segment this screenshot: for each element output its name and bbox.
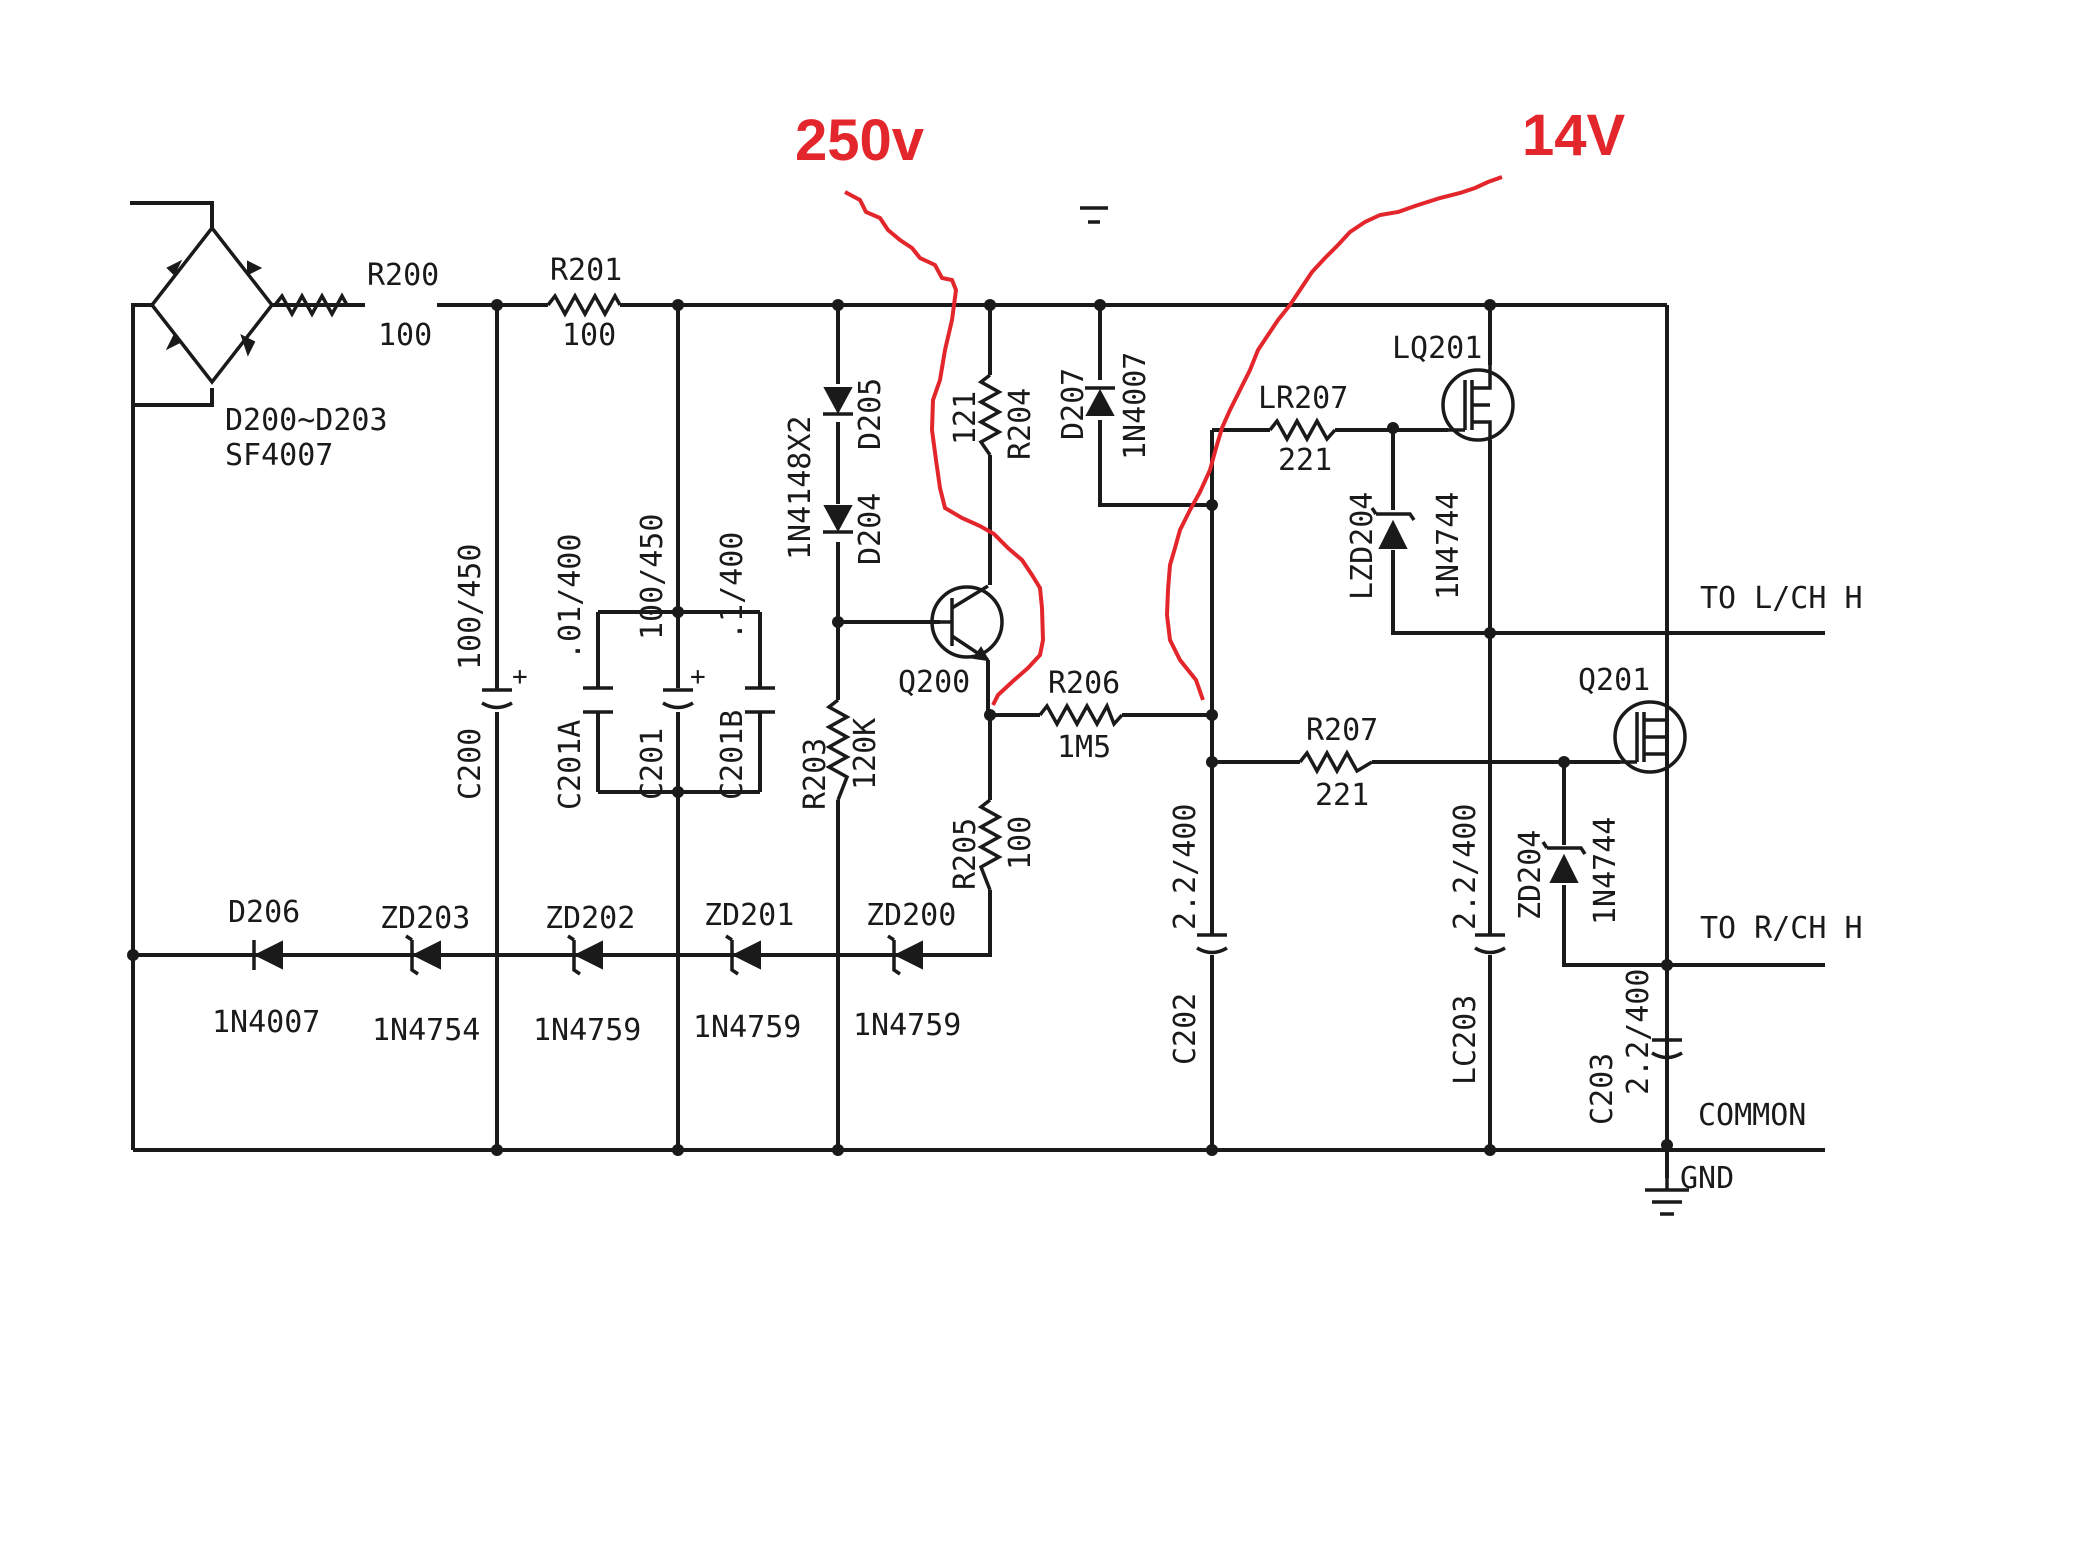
r205-ref: R205 <box>948 818 983 890</box>
svg-text:+: + <box>690 662 706 692</box>
r203-ref: R203 <box>798 738 833 810</box>
annotation-line-14v <box>1164 175 1503 701</box>
red-annotations: 250v 14V <box>795 103 1626 706</box>
r201-ref: R201 <box>550 253 622 288</box>
r206-value: 1M5 <box>1057 730 1111 765</box>
annotation-line-250v <box>844 190 1046 706</box>
resistor-r203: R203 120K <box>798 698 883 810</box>
d207-value: 1N4007 <box>1118 352 1153 460</box>
r200-value: 100 <box>378 318 432 353</box>
zener-zd201: ZD201 1N4759 <box>693 898 801 1045</box>
lzd204-value: 1N4744 <box>1431 492 1466 600</box>
d206-value: 1N4007 <box>212 1005 320 1040</box>
zener-zd200: ZD200 1N4759 <box>853 898 961 1043</box>
ground-mark-top <box>1080 206 1108 224</box>
bridge-ref: D200~D203 <box>225 403 388 438</box>
lr207-ref: LR207 <box>1258 381 1348 416</box>
capacitor-c201a: C201A .01/400 <box>553 534 613 810</box>
d206-ref: D206 <box>228 895 300 930</box>
gnd-label: GND <box>1680 1161 1734 1196</box>
capacitor-c201b: C201B .1/400 <box>715 532 775 800</box>
voltage-annotation-14v: 14V <box>1522 103 1626 168</box>
c202-ref: C202 <box>1168 993 1203 1065</box>
lr207-value: 221 <box>1278 443 1332 478</box>
lzd204-ref: LZD204 <box>1345 492 1380 600</box>
zd200-value: 1N4759 <box>853 1008 961 1043</box>
ground-symbol <box>1645 1150 1689 1216</box>
svg-text:+: + <box>512 662 528 692</box>
zd203-ref: ZD203 <box>380 901 470 936</box>
d204-ref: D204 <box>853 493 888 565</box>
zd203-value: 1N4754 <box>372 1013 480 1048</box>
zener-lzd204: LZD204 1N4744 <box>1345 492 1466 600</box>
capacitor-lc203: LC203 2.2/400 <box>1448 804 1506 1085</box>
r207-value: 221 <box>1315 778 1369 813</box>
output-lch-label: TO L/CH H <box>1700 581 1863 616</box>
bridge-value: SF4007 <box>225 438 333 473</box>
resistor-lr207: LR207 221 <box>1258 381 1348 478</box>
diode-d204: D204 <box>823 493 888 565</box>
zd204-ref: ZD204 <box>1513 830 1548 920</box>
r203-value: 120K <box>848 718 883 790</box>
resistor-r201: R201 100 <box>546 253 622 353</box>
capacitor-c203: C203 2.2/400 <box>1585 969 1683 1125</box>
diode-d205: 1N4148X2 D205 <box>783 378 888 560</box>
diode-d207: D207 1N4007 <box>1056 352 1153 460</box>
diode-d206: D206 1N4007 <box>212 895 320 1040</box>
transistor-q200: Q200 <box>898 584 1004 700</box>
c200-ref: C200 <box>453 728 488 800</box>
resistor-r204: 121 R204 <box>948 373 1038 460</box>
c202-value: 2.2/400 <box>1168 804 1203 930</box>
c201b-ref: C201B <box>715 710 750 800</box>
capacitor-c202: C202 2.2/400 <box>1168 804 1228 1065</box>
zd202-value: 1N4759 <box>533 1013 641 1048</box>
transistor-lq201: LQ201 <box>1392 331 1515 442</box>
d205-ref: D205 <box>853 378 888 450</box>
voltage-annotation-250v: 250v <box>795 108 924 173</box>
c201b-value: .1/400 <box>715 532 750 640</box>
zd201-ref: ZD201 <box>704 898 794 933</box>
capacitor-c201: + C201 100/450 <box>635 514 706 800</box>
zd200-ref: ZD200 <box>866 898 956 933</box>
c201-ref: C201 <box>635 728 670 800</box>
zener-zd204: ZD204 1N4744 <box>1513 817 1623 925</box>
lc203-ref: LC203 <box>1448 995 1483 1085</box>
zd204-value: 1N4744 <box>1588 817 1623 925</box>
transistor-q201: Q201 <box>1578 663 1687 780</box>
q200-ref: Q200 <box>898 665 970 700</box>
zd201-value: 1N4759 <box>693 1010 801 1045</box>
c203-value: 2.2/400 <box>1621 969 1656 1095</box>
junctions <box>127 299 1673 1156</box>
r204-ref: R204 <box>1003 388 1038 460</box>
lq201-ref: LQ201 <box>1392 331 1482 366</box>
c200-value: 100/450 <box>453 544 488 670</box>
r206-ref: R206 <box>1048 666 1120 701</box>
r201-value: 100 <box>562 318 616 353</box>
r207-ref: R207 <box>1306 713 1378 748</box>
resistor-r206: R206 1M5 <box>1038 666 1124 765</box>
resistor-r200: R200 100 <box>273 258 439 353</box>
c201a-value: .01/400 <box>553 534 588 660</box>
zener-zd202: ZD202 1N4759 <box>533 901 641 1048</box>
resistor-r205: R205 100 <box>948 798 1038 891</box>
r204-value: 121 <box>948 391 983 445</box>
resistor-r207: R207 221 <box>1298 713 1378 813</box>
lc203-value: 2.2/400 <box>1448 804 1483 930</box>
zener-zd203: ZD203 1N4754 <box>372 901 480 1048</box>
r205-value: 100 <box>1003 816 1038 870</box>
d205-value: 1N4148X2 <box>783 416 818 561</box>
c201-value: 100/450 <box>635 514 670 640</box>
q201-ref: Q201 <box>1578 663 1650 698</box>
common-label: COMMON <box>1698 1098 1806 1133</box>
capacitor-c200: + C200 100/450 <box>453 544 528 800</box>
r200-ref: R200 <box>367 258 439 293</box>
zd202-ref: ZD202 <box>545 901 635 936</box>
c201a-ref: C201A <box>553 720 588 810</box>
bridge-rectifier: D200~D203 SF4007 <box>149 225 388 473</box>
output-rch-label: TO R/CH H <box>1700 911 1863 946</box>
c203-ref: C203 <box>1585 1053 1620 1125</box>
d207-ref: D207 <box>1056 368 1091 440</box>
